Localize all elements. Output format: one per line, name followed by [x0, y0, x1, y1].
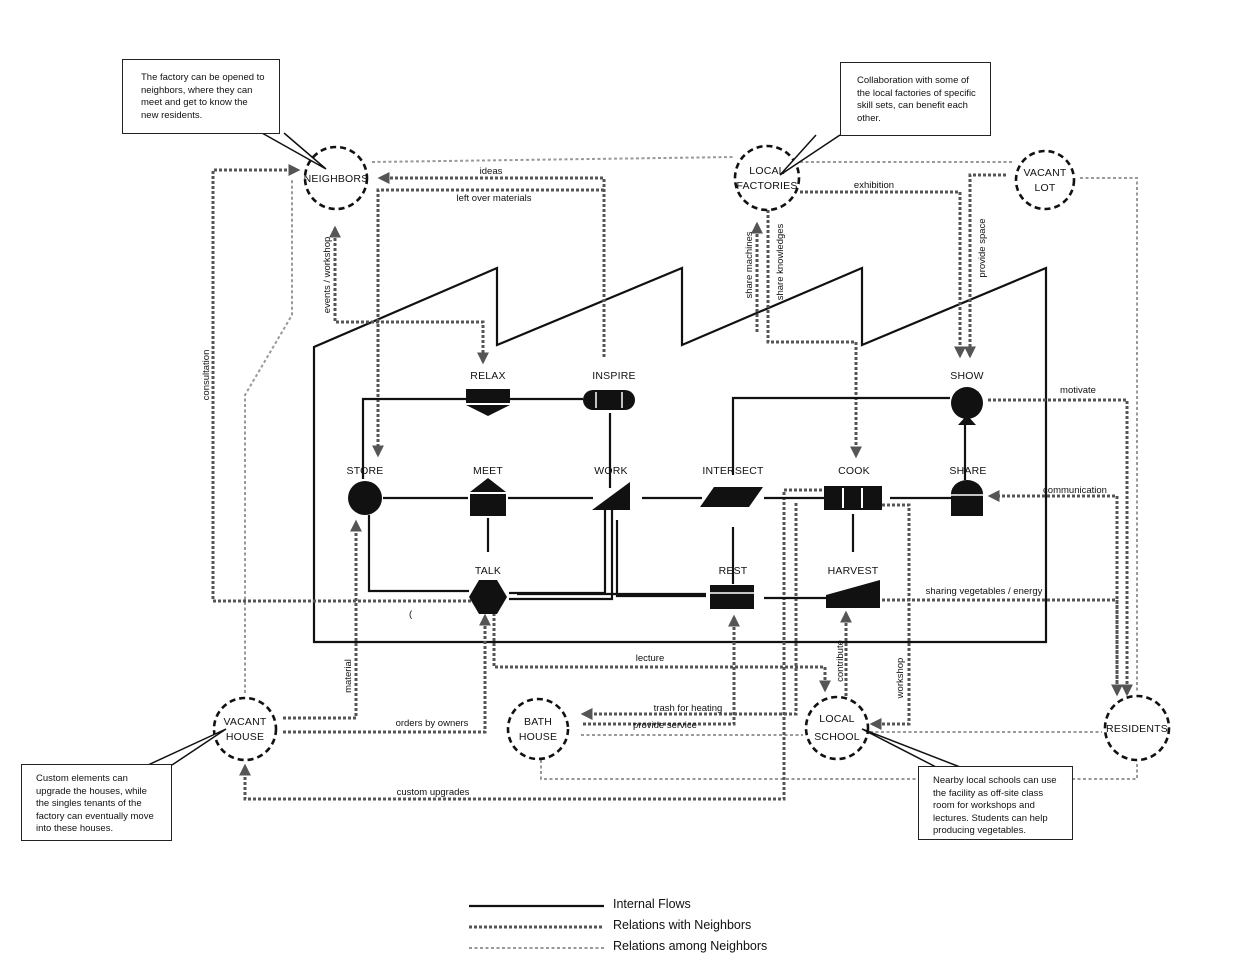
label-inspire: INSPIRE — [592, 370, 635, 382]
internal-flows — [361, 396, 967, 601]
node-relax-icon — [466, 389, 510, 416]
edge-trash-for-heating: trash for heating — [654, 703, 723, 714]
node-rest-icon — [710, 585, 754, 609]
label-talk: TALK — [475, 565, 501, 577]
svg-text:RESIDENTS: RESIDENTS — [1106, 723, 1168, 735]
neighbor-local-school: LOCAL SCHOOL — [804, 695, 870, 761]
svg-text:VACANT: VACANT — [1023, 167, 1066, 179]
svg-text:LOT: LOT — [1034, 182, 1055, 194]
label-harvest: HARVEST — [828, 565, 879, 577]
edge-sharing-vegetables: sharing vegetables / energy — [926, 586, 1043, 597]
edge-provide-service: provide service — [633, 720, 697, 731]
neighbor-residents: RESIDENTS — [1103, 694, 1171, 762]
callout-local-factories: Collaboration with some of the local fac… — [840, 62, 991, 136]
neighbor-neighbors: NEIGHBORS — [304, 145, 369, 211]
edge-provide-space: provide space — [977, 218, 988, 277]
svg-text:FACTORIES: FACTORIES — [736, 180, 797, 192]
node-harvest-icon — [826, 580, 880, 608]
edge-share-knowledges: share knowledges — [775, 223, 786, 300]
svg-text:LOCAL: LOCAL — [819, 713, 854, 725]
node-intersect-icon — [700, 487, 763, 507]
legend-relations-with-neighbors: Relations with Neighbors — [613, 918, 752, 932]
edge-left-over-materials: left over materials — [457, 193, 532, 204]
svg-text:BATH: BATH — [524, 716, 552, 728]
label-store: STORE — [347, 465, 384, 477]
neighbor-vacant-house: VACANT HOUSE — [212, 696, 278, 762]
edge-consultation: consultation — [201, 350, 212, 401]
edge-share-machines: share machines — [744, 231, 755, 298]
edge-orders-by-owners: orders by owners — [396, 718, 469, 729]
label-cook: COOK — [838, 465, 870, 477]
stray-mark: ( — [409, 609, 413, 620]
label-relax: RELAX — [470, 370, 505, 382]
label-meet: MEET — [473, 465, 503, 477]
callout-local-school: Nearby local schools can use the facilit… — [918, 766, 1073, 840]
callout-neighbors: The factory can be opened to neighbors, … — [122, 59, 280, 134]
label-work: WORK — [594, 465, 627, 477]
node-cook-icon — [824, 486, 882, 510]
neighbor-vacant-lot: VACANT LOT — [1014, 149, 1076, 211]
callout-vacant-house: Custom elements can upgrade the houses, … — [21, 764, 172, 841]
edge-events-workshop: events / workshop — [322, 237, 333, 314]
node-store-icon — [348, 481, 382, 515]
svg-text:LOCAL: LOCAL — [749, 165, 784, 177]
edge-ideas: ideas — [480, 166, 503, 177]
neighbor-local-factories: LOCAL FACTORIES — [733, 144, 801, 212]
edge-workshop: workshop — [895, 658, 906, 700]
node-inspire-icon — [583, 390, 635, 410]
node-meet-icon — [470, 478, 506, 516]
edge-contribute: contribute — [835, 640, 846, 682]
legend-internal-flows: Internal Flows — [613, 897, 691, 911]
edge-motivate: motivate — [1060, 385, 1096, 396]
neighbor-bath-house: BATH HOUSE — [506, 697, 570, 761]
svg-text:SCHOOL: SCHOOL — [814, 731, 860, 743]
legend-relations-among-neighbors: Relations among Neighbors — [613, 939, 768, 953]
node-talk-icon — [469, 580, 507, 614]
node-share-icon — [951, 480, 983, 516]
label-share: SHARE — [949, 465, 986, 477]
label-show: SHOW — [950, 370, 983, 382]
svg-text:VACANT: VACANT — [223, 716, 266, 728]
relations-among-neighbors — [244, 156, 1138, 780]
edge-lecture: lecture — [636, 653, 665, 664]
edge-communication: communication — [1043, 485, 1107, 496]
svg-text:HOUSE: HOUSE — [519, 731, 557, 743]
edge-exhibition: exhibition — [854, 180, 894, 191]
edge-material: material — [343, 659, 354, 693]
node-work-icon — [592, 482, 630, 510]
svg-text:HOUSE: HOUSE — [226, 731, 264, 743]
callout-pointers — [147, 132, 961, 768]
label-rest: REST — [719, 565, 748, 577]
node-show-icon — [951, 387, 983, 425]
label-intersect: INTERSECT — [702, 465, 764, 477]
edge-custom-upgrades: custom upgrades — [397, 787, 470, 798]
legend-lines — [469, 904, 604, 949]
label-neighbors: NEIGHBORS — [304, 173, 369, 185]
